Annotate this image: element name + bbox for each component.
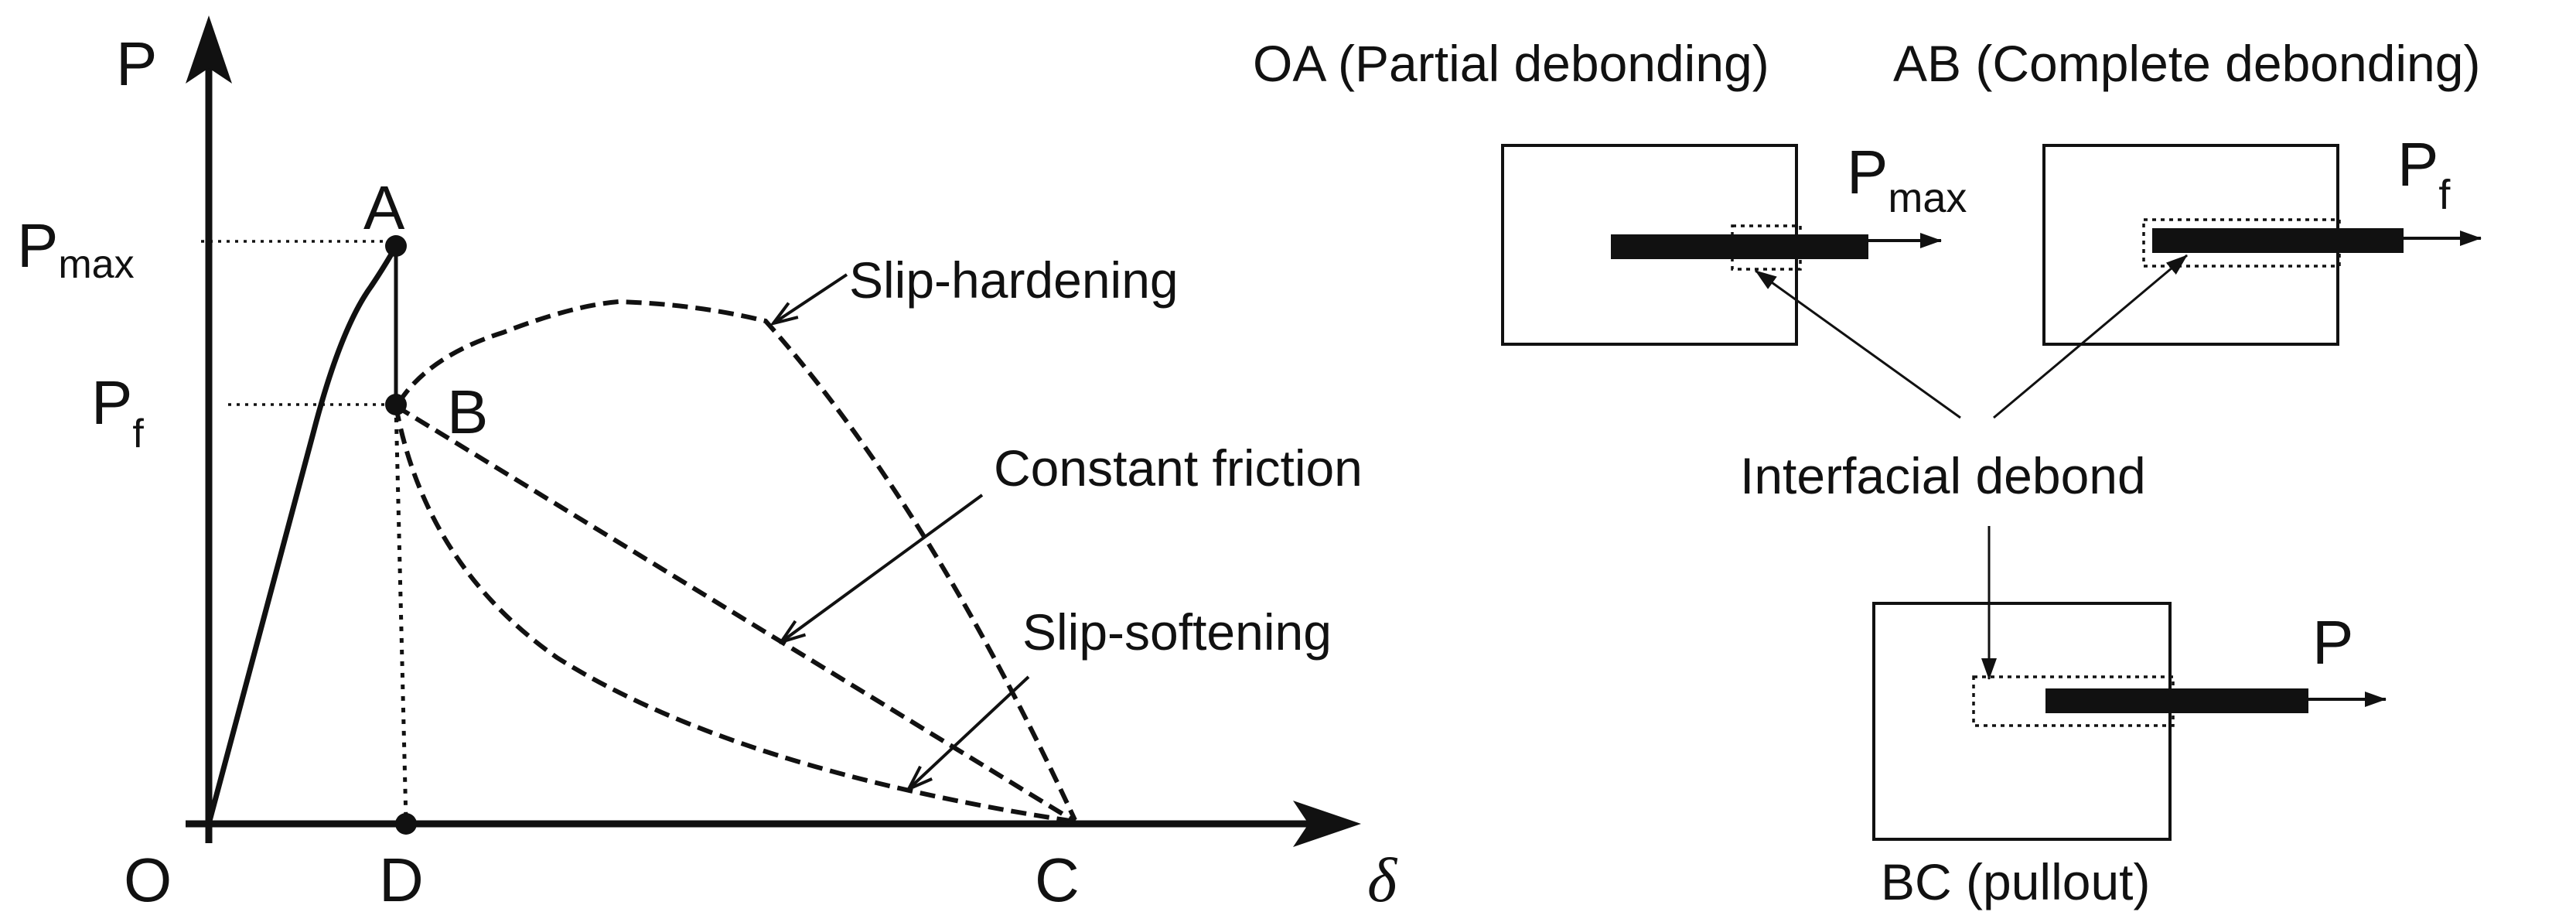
debonding-schematics: OA (Partial debonding) AB (Complete debo… [1253, 35, 2482, 910]
slip-hardening-pointer [773, 273, 848, 323]
delta-axis-arrowhead [1293, 801, 1361, 847]
ab-panel: Pf [2042, 130, 2482, 346]
bc-panel: P [1872, 602, 2387, 841]
point-d-label: D [379, 845, 424, 912]
axis-p-label: P [116, 29, 157, 98]
slip-softening-label: Slip-softening [1022, 603, 1332, 661]
bc-force-label: P [2312, 608, 2353, 677]
bc-fiber [2045, 688, 2308, 713]
point-a-marker [385, 235, 407, 257]
point-a-label: A [363, 173, 405, 242]
point-c-label: C [1035, 845, 1080, 912]
constant-friction-pointer [781, 494, 984, 642]
constant-friction-label: Constant friction [994, 439, 1363, 497]
debond-pointer-ab [1993, 254, 2188, 419]
bc-title: BC (pullout) [1881, 853, 2150, 910]
ab-debonded-zone [2142, 218, 2341, 268]
constant-friction-curve [394, 404, 1076, 824]
point-d-marker [395, 813, 417, 835]
ab-force-label: Pf [2397, 130, 2451, 218]
slip-softening-curve [394, 405, 1076, 824]
origin-label: O [124, 845, 172, 912]
b-to-d-guide [394, 405, 408, 822]
ascending-branch [206, 244, 399, 825]
p-f-label: Pf [91, 368, 144, 456]
debond-pointer-oa [1755, 269, 1961, 419]
slip-softening-pointer [909, 675, 1030, 789]
slip-hardening-curve [397, 299, 1077, 821]
axis-delta-label: δ [1367, 845, 1398, 912]
oa-fiber [1611, 234, 1868, 259]
slip-hardening-label: Slip-hardening [849, 251, 1179, 309]
bc-matrix-block [1872, 602, 2172, 841]
oa-debonded-zone [1731, 224, 1802, 271]
p-max-label: Pmax [17, 211, 135, 287]
interfacial-debond-label: Interfacial debond [1740, 447, 2146, 504]
oa-force-label: Pmax [1847, 138, 1967, 221]
ab-fiber [2152, 228, 2404, 253]
load-slip-graph: P δ O D C A B Pmax Pf Slip-hardening Con… [17, 15, 1398, 912]
p-axis-arrowhead [186, 15, 232, 84]
point-b-label: B [447, 377, 488, 446]
ab-title: AB (Complete debonding) [1893, 35, 2480, 92]
point-b-marker [385, 394, 407, 415]
oa-title: OA (Partial debonding) [1253, 35, 1769, 92]
oa-panel: Pmax [1501, 138, 1967, 346]
